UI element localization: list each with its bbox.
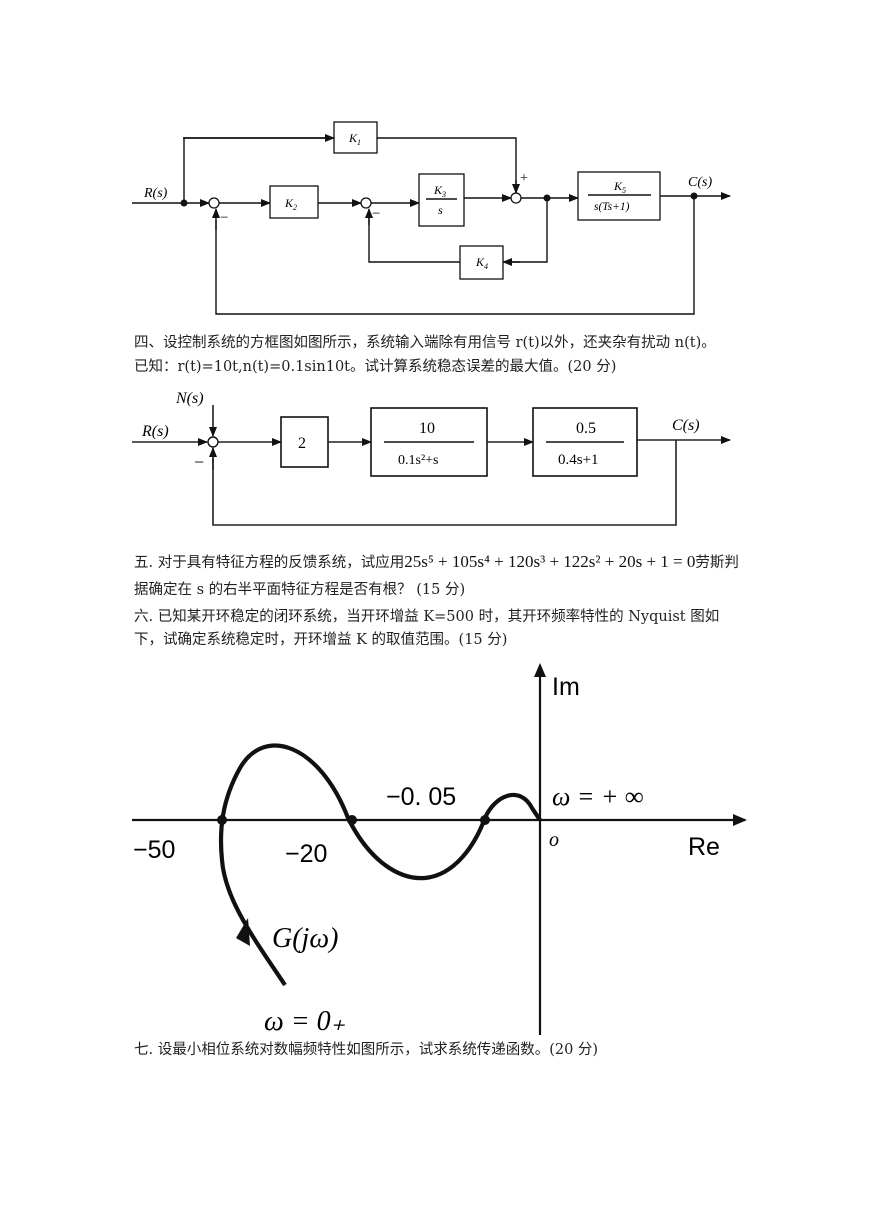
- minus-sign: −: [194, 452, 204, 472]
- tick-label-minus-0-05: −0. 05: [386, 783, 456, 811]
- block-k3-over-s: [418, 173, 465, 227]
- k3-numerator: K3: [433, 183, 446, 199]
- input-label: R(s): [141, 423, 169, 440]
- question-5-line-2: 据确定在 s 的右半平面特征方程是否有根？ (15 分): [134, 582, 466, 598]
- crossing-point: [347, 815, 357, 825]
- block-k5: [577, 171, 661, 221]
- question-7-line-1: 七. 设最小相位系统对数幅频特性如图所示，试求系统传递函数。(20 分): [134, 1042, 599, 1058]
- disturbance-label: N(s): [175, 390, 204, 407]
- plant-2-numerator: 0.5: [576, 420, 596, 437]
- question-5-suffix: 劳斯判: [695, 555, 739, 571]
- crossing-point: [217, 815, 227, 825]
- plant-1-denominator: 0.1s²+s: [398, 453, 439, 468]
- question-5-prefix: 五. 对于具有特征方程的反馈系统，试应用: [134, 555, 405, 571]
- nyquist-plot: Im Re o −50 −20 −0. 05 ω = + ∞ G(jω) ω =…: [132, 663, 747, 1037]
- question-4-line-1: 四、设控制系统的方框图如图所示，系统输入端除有用信号 r(t)以外，还夹杂有扰动…: [134, 335, 716, 351]
- output-label: C(s): [672, 417, 700, 434]
- input-label: R(s): [143, 186, 168, 201]
- minus-sign: −: [220, 210, 228, 226]
- block-k2: [269, 185, 319, 219]
- summing-junction-3: [510, 192, 522, 204]
- omega-infinity-label: ω = + ∞: [552, 782, 643, 811]
- summing-junction: [207, 436, 219, 448]
- tick-label-minus-50: −50: [133, 836, 175, 864]
- question-6-line-1: 六. 已知某开环稳定的闭环系统，当开环增益 K=500 时，其开环频率特性的 N…: [134, 609, 720, 625]
- gain-label: 2: [298, 435, 306, 452]
- k4-label: K4: [475, 255, 488, 271]
- plant-1-numerator: 10: [419, 420, 435, 437]
- block-diagram-1: R(s) C(s) + − − K1 K2 K3 s K4 K5 s(Ts+1): [132, 121, 731, 315]
- omega-zero-label: ω = 0₊: [264, 1006, 346, 1037]
- characteristic-equation: 25s⁵ + 105s⁴ + 120s³ + 122s² + 20s + 1 =…: [404, 552, 696, 571]
- k2-label: K2: [284, 196, 297, 212]
- k1-label: K1: [348, 131, 361, 147]
- direction-arrow: [236, 918, 250, 946]
- summing-junction-1: [208, 197, 220, 209]
- k3-denominator: s: [438, 203, 443, 217]
- crossing-point: [480, 815, 490, 825]
- block-diagram-2: N(s) R(s) C(s) − 2 10 0.1s²+s 0.5 0.4s+1: [132, 390, 731, 526]
- k5-numerator: K5: [613, 179, 626, 195]
- re-label: Re: [688, 833, 720, 861]
- block-gain-2: [280, 416, 329, 468]
- tick-label-minus-20: −20: [285, 840, 327, 868]
- minus-sign: −: [372, 206, 380, 222]
- block-k4: [459, 245, 504, 280]
- nyquist-curve: [218, 743, 542, 987]
- im-label: Im: [552, 673, 580, 701]
- plus-sign: +: [520, 171, 528, 186]
- block-k1: [333, 121, 378, 154]
- question-6-line-2: 下，试确定系统稳定时，开环增益 K 的取值范围。(15 分): [134, 632, 508, 648]
- plant-2-denominator: 0.4s+1: [558, 452, 599, 468]
- output-label: C(s): [688, 175, 712, 190]
- k5-denominator: s(Ts+1): [594, 201, 630, 213]
- question-4-line-2: 已知：r(t)=10t,n(t)=0.1sin10t。试计算系统稳态误差的最大值…: [134, 359, 617, 375]
- transfer-function-label: G(jω): [272, 923, 338, 954]
- origin-label: o: [549, 829, 559, 851]
- question-5-line-1: 五. 对于具有特征方程的反馈系统，试应用25s⁵ + 105s⁴ + 120s³…: [134, 552, 739, 573]
- summing-junction-2: [360, 197, 372, 209]
